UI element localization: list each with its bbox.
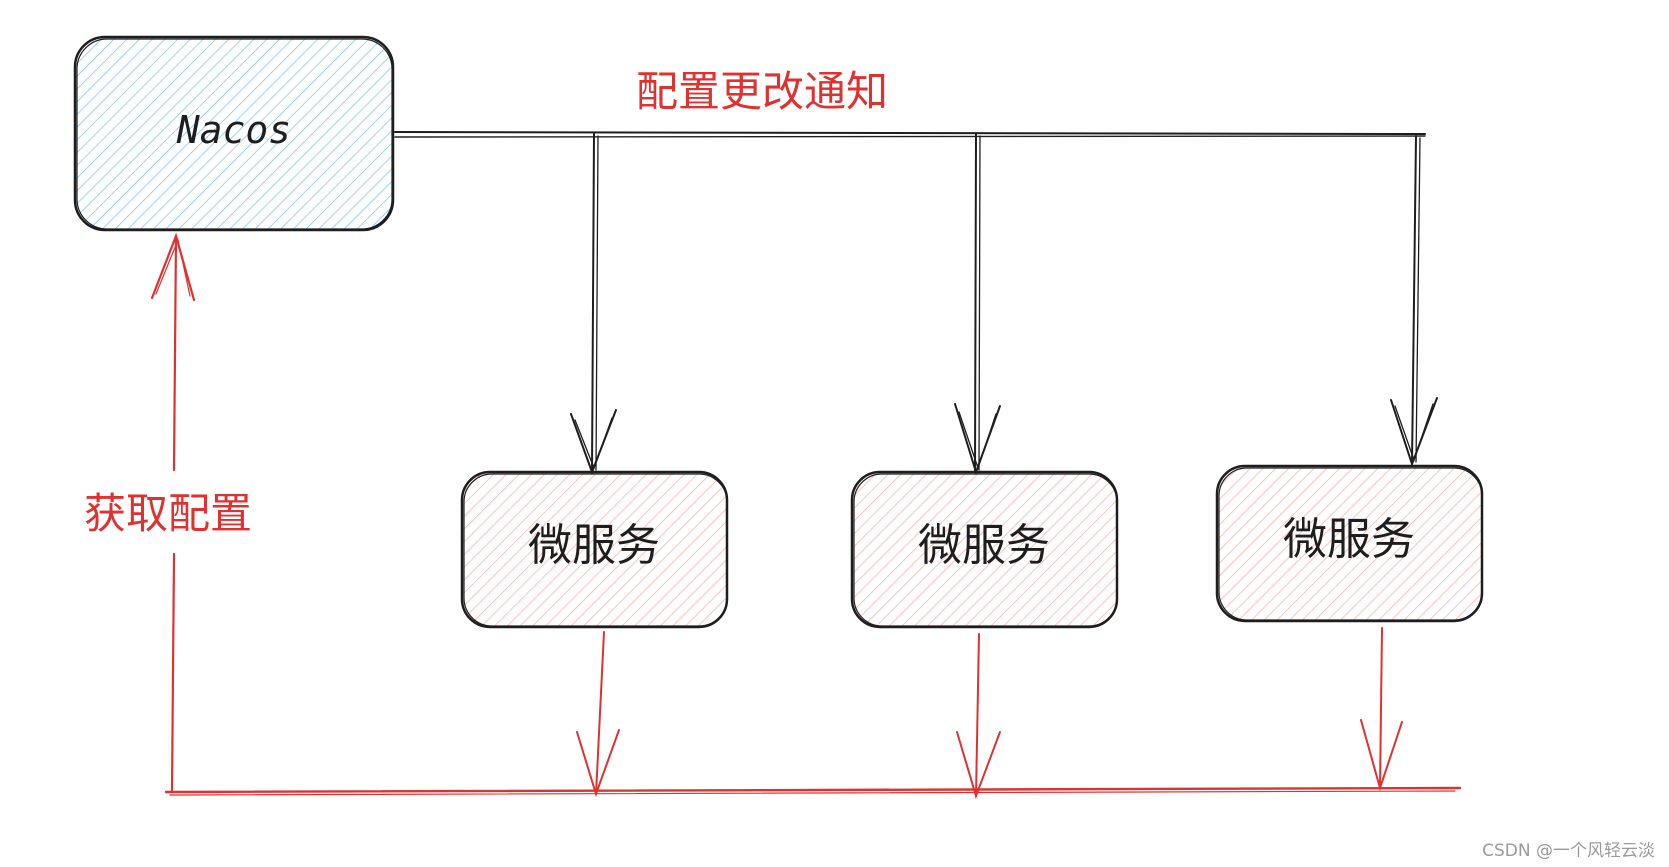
fetch-arrow-3 <box>1360 627 1403 792</box>
microservice-node-1: 微服务 <box>460 470 729 629</box>
notify-arrow-2 <box>954 133 1001 476</box>
notify-arrow-3 <box>1390 135 1438 468</box>
watermark: CSDN @一个风轻云淡 <box>1482 841 1655 861</box>
config-change-notify-label: 配置更改通知 <box>636 67 888 116</box>
fetch-arrow-1 <box>576 631 620 798</box>
notify-bus-line <box>394 131 1426 138</box>
nacos-node: Nacos <box>73 35 395 232</box>
microservice-node-2: 微服务 <box>850 470 1119 629</box>
microservice-node-3: 微服务 <box>1215 464 1484 623</box>
microservice-label-3: 微服务 <box>1283 514 1415 565</box>
nacos-label: Nacos <box>176 108 291 152</box>
microservice-label-2: 微服务 <box>918 520 1050 571</box>
microservice-label-1: 微服务 <box>528 520 660 571</box>
fetch-config-arrow <box>150 232 196 792</box>
fetch-config-label: 获取配置 <box>84 489 252 538</box>
fetch-bus-line <box>164 786 1462 796</box>
fetch-arrow-2 <box>956 633 1001 800</box>
notify-arrow-1 <box>570 133 617 475</box>
